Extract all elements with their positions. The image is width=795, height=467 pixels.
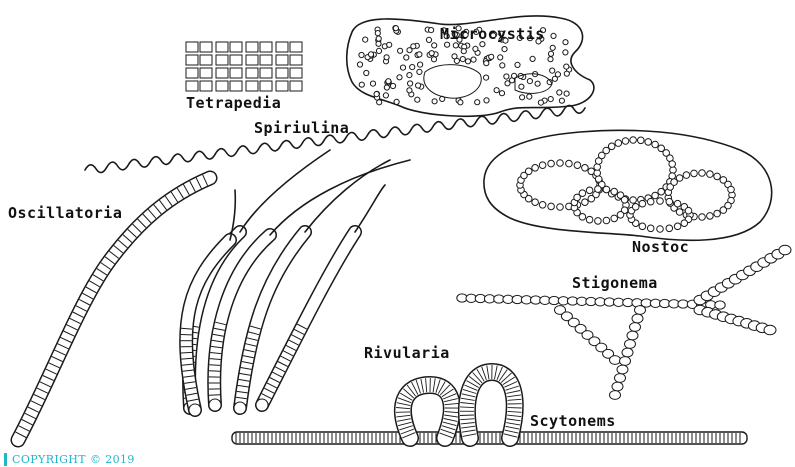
tetrapedia-drawing [186,42,302,91]
label-rivularia: Rivularia [364,344,450,362]
label-oscillatoria: Oscillatoria [8,204,122,222]
copyright-text: COPYRIGHT © 2019 [12,453,135,466]
label-microcystis: Microcystis [440,25,545,43]
copyright-notice: COPYRIGHT © 2019 [4,452,135,466]
nostoc-drawing [484,130,772,240]
label-scytonems: Scytonems [530,412,616,430]
label-nostoc: Nostoc [632,238,689,256]
spirulina-drawing [85,105,585,172]
scytonema-drawing [232,365,747,444]
label-stigonema: Stigonema [572,274,658,292]
rivularia-drawing [181,150,410,416]
label-tetrapedia: Tetrapedia [186,94,281,112]
label-spiriulina: Spiriulina [254,119,349,137]
copyright-bar [4,453,7,466]
